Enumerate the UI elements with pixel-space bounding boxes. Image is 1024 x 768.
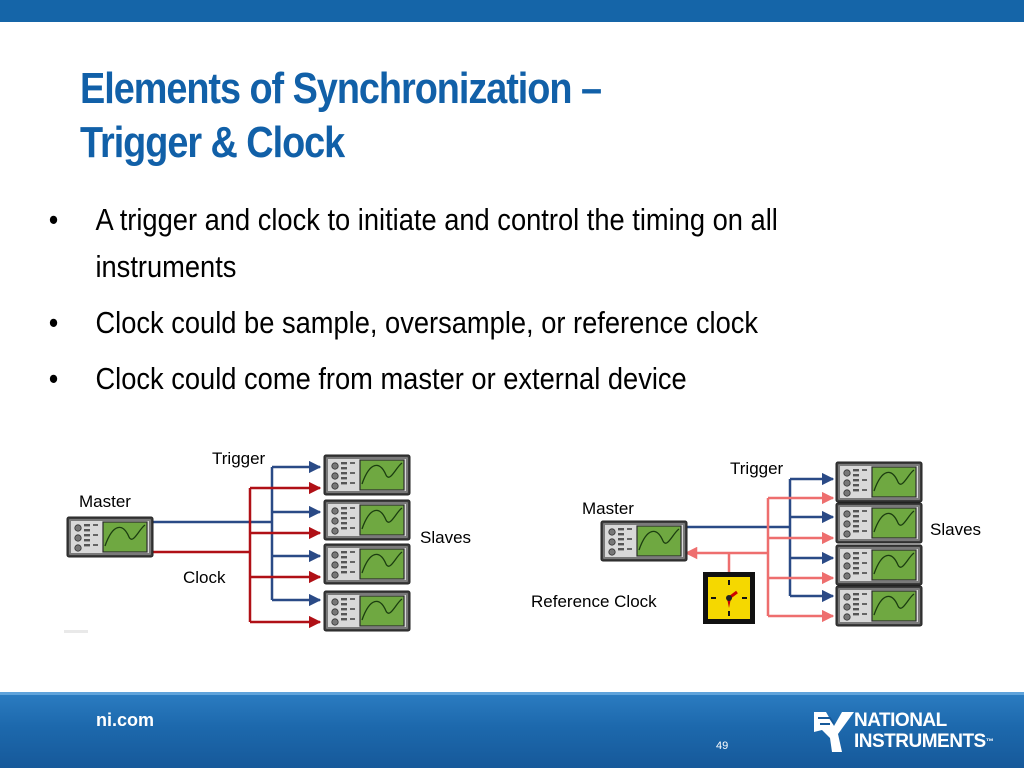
bullet-list: • A trigger and clock to initiate and co… <box>40 196 902 411</box>
site-link[interactable]: ni.com <box>96 710 155 730</box>
page-number: 49 <box>716 740 729 752</box>
slave-instrument-icon <box>835 461 923 503</box>
left-trigger-label: Trigger <box>212 449 266 468</box>
slave-instrument-icon <box>323 590 411 632</box>
bullet-text: A trigger and clock to initiate and cont… <box>95 202 778 284</box>
right-master-label: Master <box>582 499 634 518</box>
slave-instrument-icon <box>835 585 923 627</box>
bullet-text: Clock could be sample, oversample, or re… <box>95 305 759 340</box>
sync-diagrams: Trigger Master Slaves Clock <box>64 449 981 633</box>
logo-trademark: ™ <box>985 737 994 746</box>
logo-line1: NATIONAL <box>854 710 947 731</box>
slave-instrument-icon <box>323 499 411 541</box>
right-pink-reference-clock-lines <box>684 491 835 623</box>
slide-title: Elements of Synchronization – Trigger & … <box>80 62 854 170</box>
reference-clock-icon <box>703 572 755 624</box>
bullet-text: Clock could come from master or external… <box>95 361 687 396</box>
diagram-right: Trigger Master Slaves Reference Clock <box>531 459 981 627</box>
logo-wordmark: NATIONAL INSTRUMENTS™ <box>854 710 994 752</box>
slave-instrument-icon <box>323 543 411 585</box>
right-reference-clock-label: Reference Clock <box>531 592 657 611</box>
right-trigger-label: Trigger <box>730 459 784 478</box>
ni-eagle-icon <box>814 712 854 752</box>
left-slaves-label: Slaves <box>420 528 471 547</box>
national-instruments-logo: NATIONAL INSTRUMENTS™ <box>812 708 1012 756</box>
slave-instrument-icon <box>835 544 923 586</box>
bullet-item: • Clock could be sample, oversample, or … <box>40 299 902 346</box>
bullet-item: • A trigger and clock to initiate and co… <box>40 196 902 290</box>
slide-title-line1: Elements of Synchronization – <box>80 64 602 113</box>
footer-highlight <box>0 692 1024 695</box>
left-master-label: Master <box>79 492 131 511</box>
master-instrument-icon <box>66 516 154 558</box>
diagram-left: Trigger Master Slaves Clock <box>64 449 471 633</box>
bullet-dot: • <box>48 361 59 396</box>
bullet-item: • Clock could come from master or extern… <box>40 355 902 402</box>
footer-bar: ni.com 49 NATIONAL INSTRUMENTS™ <box>0 692 1024 768</box>
left-red-clock-lines <box>153 481 322 629</box>
master-instrument-icon <box>600 520 688 562</box>
slide-title-line2: Trigger & Clock <box>80 118 345 167</box>
faint-reflection <box>64 630 88 633</box>
top-accent-bar <box>0 0 1024 22</box>
right-slaves-label: Slaves <box>930 520 981 539</box>
left-clock-label: Clock <box>183 568 226 587</box>
bullet-dot: • <box>48 202 59 237</box>
logo-line2: INSTRUMENTS™ <box>854 731 994 752</box>
slave-instrument-icon <box>835 502 923 544</box>
slave-instrument-icon <box>323 454 411 496</box>
bullet-dot: • <box>48 305 59 340</box>
logo-line2-text: INSTRUMENTS <box>854 731 986 752</box>
